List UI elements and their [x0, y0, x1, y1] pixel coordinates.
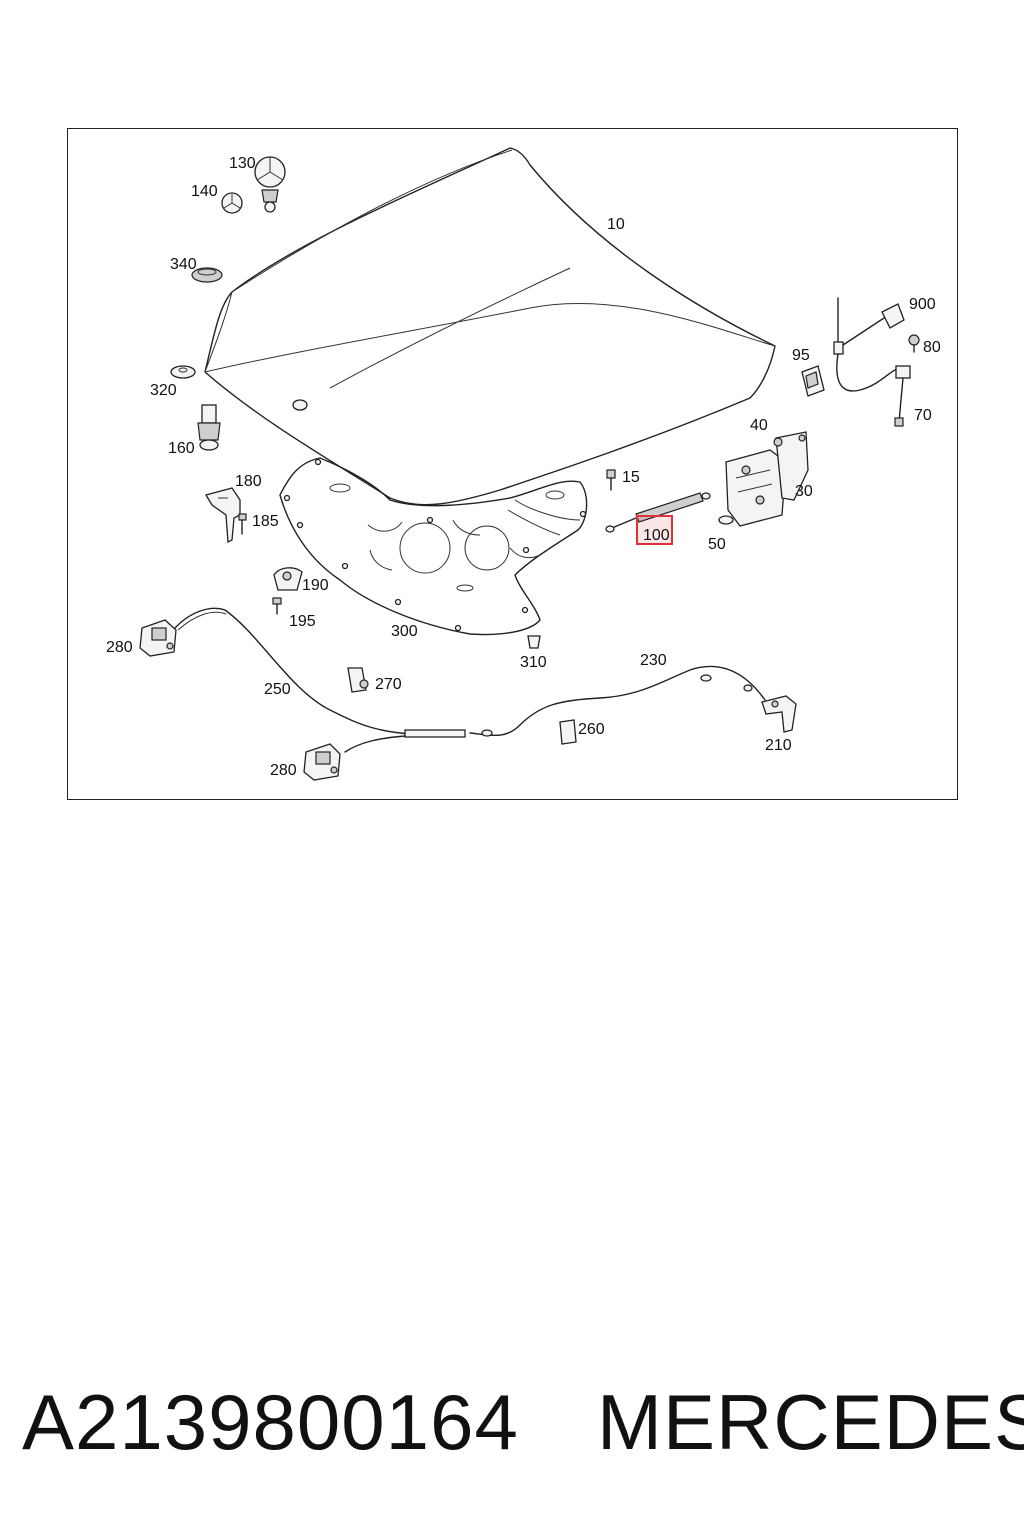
cable-holder-icon: [559, 719, 577, 745]
callout-label: 95: [792, 347, 810, 364]
release-cable: [174, 607, 766, 753]
callout-label: 140: [191, 183, 218, 200]
latch-icon: [303, 743, 341, 781]
callout-label: 270: [375, 676, 402, 693]
hood-insulation: [279, 457, 588, 636]
mount-bracket-icon: [273, 567, 303, 591]
star-emblem-icon: [254, 156, 286, 213]
hood-lock: [718, 431, 809, 527]
gas-strut: [605, 492, 711, 533]
callout-label: 160: [168, 440, 195, 457]
callout-label: 190: [302, 577, 329, 594]
callout-label: 130: [229, 155, 256, 172]
callout-label: 210: [765, 737, 792, 754]
callout-label: 250: [264, 681, 291, 698]
callout-label: 260: [578, 721, 605, 738]
callout-label: 10: [607, 216, 625, 233]
grommet-icon: [191, 267, 223, 283]
release-handle-icon: [761, 695, 797, 733]
hood-panel: [204, 147, 776, 506]
callout-label: 80: [923, 339, 941, 356]
push-clip-icon: [527, 635, 541, 649]
callout-label: 70: [914, 407, 932, 424]
brand-name: MERCEDES: [597, 1378, 1024, 1466]
callout-label: 185: [252, 513, 279, 530]
callout-labels: 10 15 30 40 50 70 80 95 100 130 140 160 …: [106, 155, 941, 779]
washer-icon: [170, 365, 196, 379]
highlighted-callout-label: 100: [643, 527, 670, 544]
emblem-badge-icon: [221, 192, 243, 214]
caption: A2139800164 MERCEDES: [0, 1372, 1024, 1472]
callout-label: 340: [170, 256, 197, 273]
stud-bolt-icon: [606, 469, 616, 491]
screw-icon: [272, 597, 282, 615]
latch-icon: [139, 619, 177, 657]
part-number: A2139800164: [22, 1378, 519, 1466]
callout-label: 230: [640, 652, 667, 669]
callout-label: 280: [270, 762, 297, 779]
hood-sensor: [833, 297, 920, 427]
callout-label: 320: [150, 382, 177, 399]
callout-label: 900: [909, 296, 936, 313]
callout-label: 15: [622, 469, 640, 486]
hood-switch-icon: [801, 365, 825, 397]
callout-label: 310: [520, 654, 547, 671]
callout-label: 280: [106, 639, 133, 656]
callout-label: 30: [795, 483, 813, 500]
callout-label: 50: [708, 536, 726, 553]
release-bracket-icon: [204, 487, 241, 544]
callout-label: 195: [289, 613, 316, 630]
highlight-box: [636, 515, 673, 545]
bolt-icon: [238, 513, 247, 535]
callout-label: 300: [391, 623, 418, 640]
callout-label: 180: [235, 473, 262, 490]
diagram-frame: [67, 128, 958, 800]
exploded-parts-diagram: 10 15 30 40 50 70 80 95 100 130 140 160 …: [106, 147, 941, 781]
cable-clip-icon: [347, 667, 369, 693]
hood-bumper-icon: [197, 404, 221, 451]
callout-label: 40: [750, 417, 768, 434]
